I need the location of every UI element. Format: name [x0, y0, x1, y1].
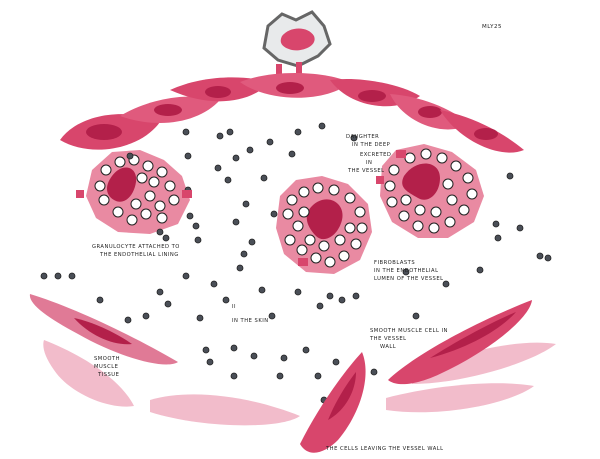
granulocyte-cluster-right — [380, 144, 484, 238]
label-right-cluster-3: LUMEN OF THE VESSEL — [374, 276, 444, 282]
label-cell-top-3: EXCRETED — [360, 152, 391, 158]
label-left-cluster-2: THE ENDOTHELIAL LINING — [99, 252, 179, 258]
label-center-2: IN THE SKIN — [232, 318, 269, 324]
label-right-muscle-3: WALL — [380, 344, 396, 350]
label-right-cluster-1: FIBROBLASTS — [374, 260, 415, 266]
label-bottom: THE CELLS LEAVING THE VESSEL WALL — [325, 446, 444, 452]
smooth-muscle-right — [388, 300, 532, 385]
label-left-cluster-1: GRANULOCYTE ATTACHED TO — [92, 244, 180, 250]
tissue-left-pale — [43, 340, 556, 426]
label-cell-top-2: IN THE DEEP — [352, 142, 390, 148]
label-left-muscle-1: SMOOTH — [94, 356, 120, 362]
top-gray-cell — [262, 10, 332, 78]
label-left-muscle-2: MUSCLE — [94, 364, 118, 370]
diapedesis-markers — [76, 150, 406, 266]
label-right-muscle-2: THE VESSEL — [369, 336, 407, 342]
figure-code: MLY25 — [482, 24, 502, 30]
label-right-muscle-1: SMOOTH MUSCLE CELL IN — [370, 328, 448, 334]
label-right-cluster-2: IN THE ENDOTHELIAL — [374, 268, 439, 274]
endothelial-lining — [60, 73, 524, 153]
label-left-muscle-3: TISSUE — [97, 372, 119, 378]
granulocyte-cluster-center — [276, 176, 372, 274]
label-center-1: II — [232, 304, 236, 310]
label-cell-top-1: DAUGHTER — [346, 134, 379, 140]
smooth-muscle-bottom — [300, 352, 366, 453]
granulocyte-cluster-left — [86, 150, 190, 234]
label-cell-top-5: THE VESSEL — [347, 168, 385, 174]
lymphocyte-dots — [40, 122, 552, 404]
smooth-muscle-left — [29, 294, 178, 365]
label-cell-top-4: IN — [366, 160, 372, 166]
